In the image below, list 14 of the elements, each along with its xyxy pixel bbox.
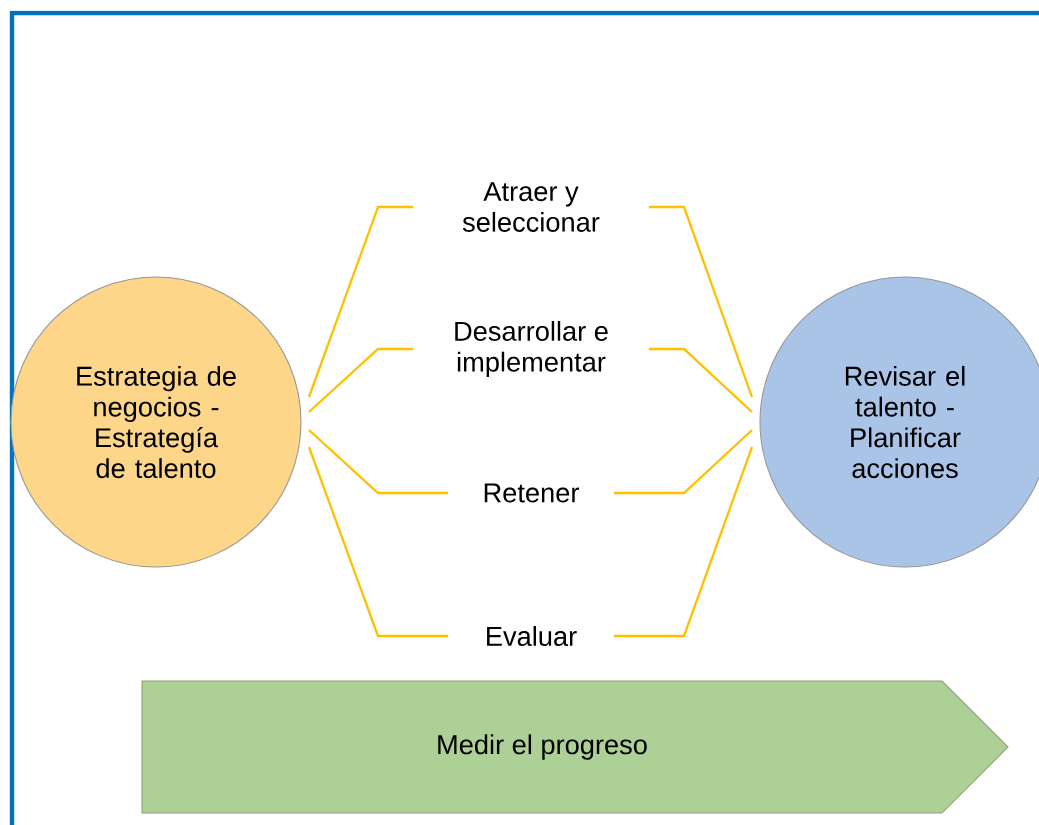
connector-line [613,446,754,638]
connector-line [648,205,754,398]
circle-node: Revisar el talento - Planificar acciones [759,276,1039,568]
step-label: Atraer y seleccionar [462,182,600,232]
connector-line [307,205,414,398]
connector-line [613,429,753,495]
step-label: Desarrollar e implementar [455,320,608,378]
connector-line [307,446,449,638]
connector-line [648,347,753,413]
connector-line [308,347,414,413]
step-label: Retener [484,483,579,503]
circle-node: Estrategia de negocios - Estrategía de talento [10,276,302,568]
connector-line [308,429,449,495]
step-label: Evaluar [487,626,577,646]
